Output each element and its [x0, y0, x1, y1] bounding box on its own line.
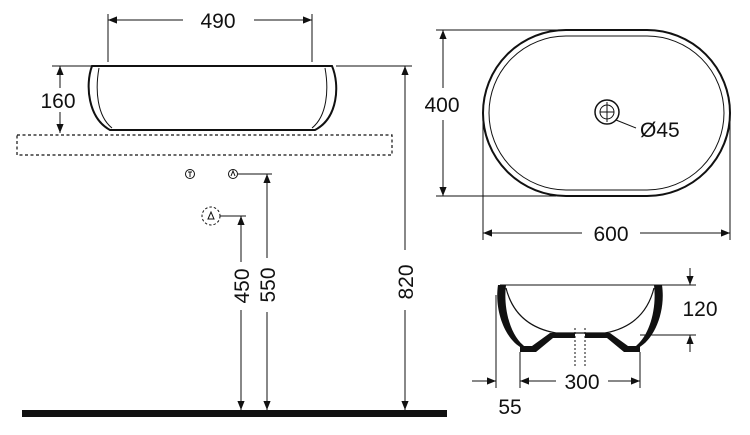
- dim-label-120: 120: [682, 298, 717, 321]
- dim-label-160: 160: [40, 90, 75, 113]
- dim-label-490: 490: [200, 10, 235, 33]
- basin-section-right-wall: [632, 285, 663, 350]
- water-supply-right-icon: [228, 169, 238, 179]
- water-supply-left-icon: [185, 169, 195, 179]
- basin-section-right-foot: [585, 333, 640, 352]
- basin-plan-inner-rim: [488, 35, 725, 191]
- section-view: 120 300 55: [472, 268, 718, 419]
- basin-section-left-foot: [520, 333, 575, 352]
- basin-inner-line-left: [96, 67, 113, 129]
- basin-inner-line-right: [311, 67, 328, 129]
- floor-line: [22, 410, 447, 417]
- basin-front-outline: [87, 65, 338, 131]
- plan-view: Ø45 400 600: [424, 29, 731, 246]
- dim-label-550: 550: [257, 267, 280, 302]
- dim-label-400: 400: [424, 94, 459, 117]
- countertop: [16, 134, 393, 156]
- basin-section-left-wall: [497, 285, 528, 350]
- front-elevation: 490 160 820 550: [16, 10, 447, 417]
- dim-label-820: 820: [395, 264, 418, 299]
- dim-label-450: 450: [231, 268, 254, 303]
- dim-label-600: 600: [593, 223, 628, 246]
- dim-label-300: 300: [564, 371, 599, 394]
- waste-outlet-icon: [201, 206, 221, 226]
- dim-label-55: 55: [498, 396, 521, 419]
- dim-label-diameter: Ø45: [640, 119, 680, 142]
- waste-hole-icon: [594, 99, 620, 125]
